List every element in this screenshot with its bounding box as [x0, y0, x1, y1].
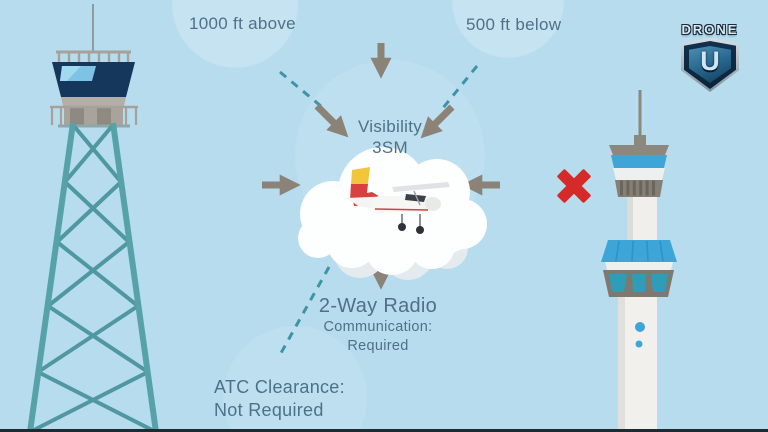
- altitude-below-label: 500 ft below: [466, 15, 562, 34]
- cab-white-band: [613, 168, 665, 180]
- lower-window-3: [651, 274, 668, 292]
- blue-deck: [601, 240, 677, 262]
- shaft-dot-large: [635, 322, 645, 332]
- radio-line3: Required: [347, 338, 409, 354]
- cab-blue-band: [611, 155, 667, 168]
- lattice-leg-right: [110, 122, 159, 432]
- base-door-right: [97, 108, 111, 126]
- lower-window-2: [632, 274, 646, 292]
- visibility-line1: Visibility: [357, 117, 423, 136]
- cockpit-windows: [405, 194, 426, 202]
- bottom-edge-strip: [0, 429, 768, 432]
- wheel-2: [416, 226, 424, 234]
- cab-window-glare: [60, 66, 81, 81]
- modern-control-tower-icon: [601, 90, 677, 432]
- main-shaft-shade: [618, 297, 625, 432]
- cab-underside: [61, 97, 126, 106]
- dashed-line-right: [441, 65, 479, 109]
- wing: [392, 182, 450, 192]
- lattice-control-tower-icon: [27, 4, 159, 432]
- base-railing-posts: [50, 107, 138, 125]
- antenna-base: [634, 135, 646, 145]
- dashed-line-bottom: [279, 266, 331, 354]
- radio-requirement-label: 2-Way Radio Communication: Required: [293, 294, 463, 356]
- logo-brand-text: DRONE: [681, 22, 739, 37]
- fuselage-stripe: [374, 208, 429, 211]
- lower-window-1: [609, 274, 627, 292]
- lattice-leg-left: [27, 122, 76, 432]
- base-door-left: [70, 108, 84, 126]
- atc-line2: Not Required: [214, 400, 324, 420]
- blue-deck-facets: [615, 240, 664, 262]
- airplane-icon: [346, 167, 450, 234]
- cab-railing-posts: [57, 52, 130, 63]
- cab-roof: [609, 145, 669, 155]
- dashed-guide-lines: [279, 65, 479, 354]
- tail-fin-yellow: [351, 167, 370, 184]
- logo-monogram: U: [700, 46, 720, 76]
- wheel-1: [398, 223, 406, 231]
- logo-shield: U: [681, 38, 739, 92]
- visibility-line2: 3SM: [372, 138, 408, 157]
- bubble-atc: [223, 326, 367, 432]
- diagonal-arrow-right: [420, 104, 455, 139]
- nose: [425, 197, 441, 211]
- atc-clearance-label: ATC Clearance: Not Required: [214, 376, 345, 422]
- upper-shaft-shade: [627, 197, 633, 243]
- diagonal-arrow-left: [314, 103, 349, 138]
- drone-u-shield-logo: DRONE U: [668, 22, 752, 96]
- altitude-above-label: 1000 ft above: [189, 14, 296, 33]
- lattice-braces: [29, 123, 157, 432]
- atc-line1: ATC Clearance:: [214, 377, 345, 397]
- dashed-line-left: [279, 70, 323, 109]
- cloud-icon: [298, 147, 487, 280]
- visibility-label: Visibility 3SM: [330, 116, 450, 158]
- radio-line1: 2-Way Radio: [318, 295, 438, 317]
- tail-fin-red: [350, 184, 368, 200]
- red-x-icon: [557, 169, 591, 203]
- radio-line2: Communication:: [323, 319, 433, 335]
- wing-strut: [413, 190, 421, 206]
- shaft-dot-small: [635, 340, 643, 348]
- deck-white-sliver: [605, 262, 673, 270]
